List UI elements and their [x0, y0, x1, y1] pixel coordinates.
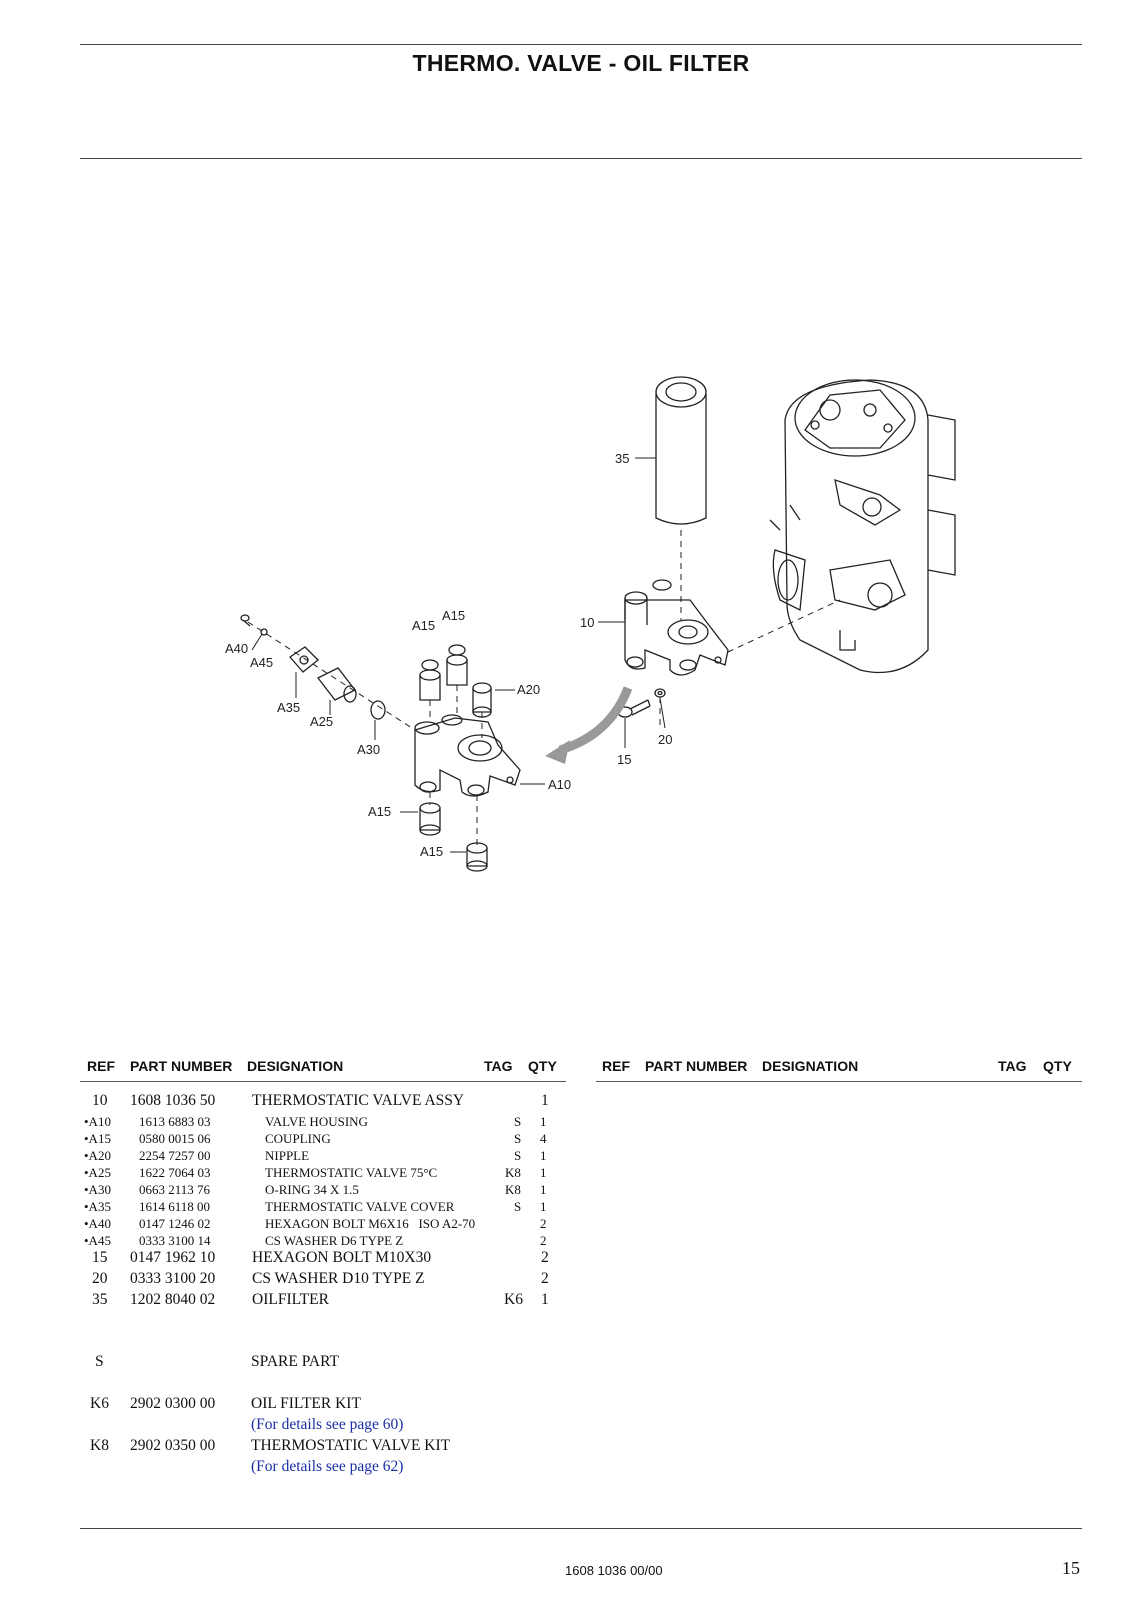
assembled-valve-illustration — [624, 579, 729, 676]
callout-a40: A40 — [225, 641, 248, 656]
col-part-number: PART NUMBER — [130, 1058, 233, 1074]
nipple-illustration — [472, 682, 492, 718]
callout-20: 20 — [658, 732, 672, 747]
callout-10: 10 — [580, 615, 594, 630]
col-designation-right: DESIGNATION — [762, 1058, 859, 1074]
col-ref: REF — [87, 1058, 115, 1074]
title-bottom-rule — [80, 158, 1082, 159]
coupling-illustrations — [419, 644, 488, 872]
bolt-washer-illustration — [617, 688, 666, 718]
col-tag-right: TAG — [998, 1058, 1027, 1074]
thermostat-parts-illustration — [240, 614, 386, 720]
col-part-number-right: PART NUMBER — [645, 1058, 748, 1074]
assembly-arrow — [558, 686, 633, 755]
valve-housing-exploded-illustration — [414, 714, 521, 797]
page-title: THERMO. VALVE - OIL FILTER — [412, 50, 750, 76]
header-rule-right — [596, 1081, 1082, 1082]
col-ref-right: REF — [602, 1058, 630, 1074]
callout-a15-top-right: A15 — [442, 608, 465, 623]
compressor-housing-illustration — [769, 379, 956, 674]
callout-35: 35 — [615, 451, 629, 466]
callout-a15-top-left: A15 — [412, 618, 435, 633]
callout-a25: A25 — [310, 714, 333, 729]
footer-rule — [80, 1528, 1082, 1529]
callout-a15-lower-left: A15 — [368, 804, 391, 819]
col-tag: TAG — [484, 1058, 513, 1074]
callout-a20: A20 — [517, 682, 540, 697]
callout-a30: A30 — [357, 742, 380, 757]
top-rule — [80, 44, 1082, 45]
callout-a15-bottom: A15 — [420, 844, 443, 859]
document-code: 1608 1036 00/00 — [565, 1563, 663, 1578]
header-rule-left — [80, 1081, 566, 1082]
callout-a10: A10 — [548, 777, 571, 792]
col-qty: QTY — [528, 1058, 557, 1074]
k8-details-link[interactable]: (For details see page 62) — [251, 1458, 404, 1475]
callout-a35: A35 — [277, 700, 300, 715]
k6-details-link[interactable]: (For details see page 60) — [251, 1416, 404, 1433]
oil-filter-illustration — [655, 376, 707, 525]
exploded-parts-drawing: 35 10 15 20 A40 A45 A35 A25 A30 A15 A15 … — [225, 376, 956, 872]
page-number: 15 — [1062, 1558, 1080, 1578]
callout-a45: A45 — [250, 655, 273, 670]
col-designation: DESIGNATION — [247, 1058, 344, 1074]
col-qty-right: QTY — [1043, 1058, 1072, 1074]
callout-15: 15 — [617, 752, 631, 767]
